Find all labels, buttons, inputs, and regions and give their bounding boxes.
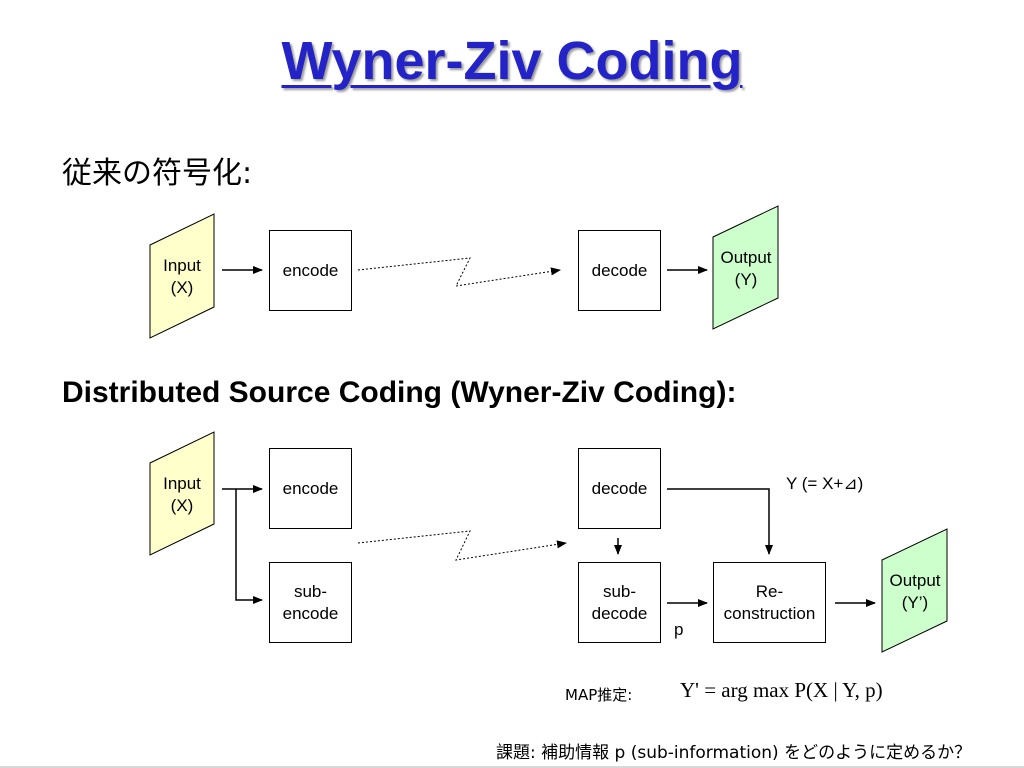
arrow-input-to-sub-encode — [235, 489, 263, 604]
distributed-coding-heading: Distributed Source Coding (Wyner-Ziv Cod… — [62, 376, 737, 409]
encode-box-2: encode — [269, 448, 352, 529]
arrow-decode-to-reconstruction — [667, 488, 773, 555]
decode-box: decode — [578, 230, 661, 311]
output-y-label: Output (Y) — [720, 248, 772, 289]
input-x-label: Input (X) — [163, 256, 201, 297]
reconstruction-box: Re- construction — [713, 562, 826, 643]
encode-box: encode — [269, 230, 352, 311]
output-y-prime-shape — [881, 528, 948, 653]
sub-information-p-label: p — [674, 620, 684, 639]
output-y-prime-label: Output (Y’) — [889, 571, 941, 612]
footer-note: 課題: 補助情報 p (sub-information) をどのように定めるか？ — [496, 743, 972, 763]
sub-encode-box: sub- encode — [269, 562, 352, 643]
conventional-coding-heading: 従来の符号化: — [62, 156, 253, 191]
input-x-shape — [149, 213, 215, 339]
slide-title: Wyner-Ziv Coding — [281, 31, 743, 91]
map-estimation-label: MAP推定: — [565, 686, 633, 704]
sub-decode-box: sub- decode — [578, 562, 661, 643]
input-x-label-2: Input (X) — [163, 474, 201, 515]
input-x-shape-2 — [149, 431, 215, 556]
map-formula: Y' = arg max P(X | Y, p) — [680, 678, 883, 702]
y-relation-label: Y (= X+⊿) — [786, 474, 864, 493]
channel-link-2 — [357, 530, 567, 561]
output-y-shape — [712, 205, 779, 330]
channel-link-1 — [357, 257, 561, 287]
decode-box-2: decode — [578, 448, 661, 529]
